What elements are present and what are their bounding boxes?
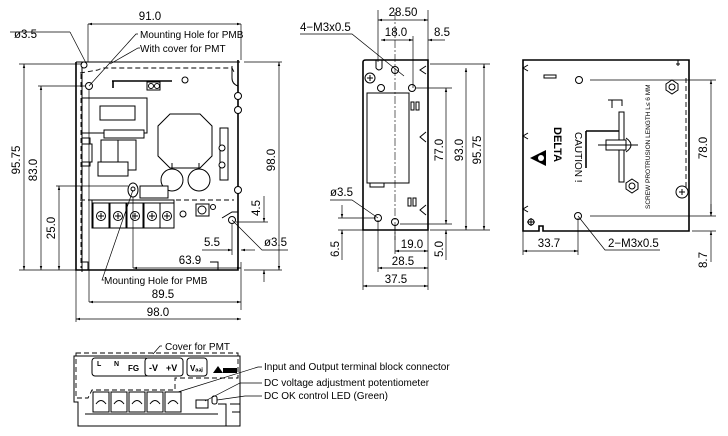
side-view: 28.50 18.0 8.5 4−M3x0.5 77.0 93.0 95.75 …: [300, 7, 490, 290]
callout-led: DC OK control LED (Green): [264, 391, 388, 402]
callout-cover-pmt: With cover for PMT: [140, 44, 226, 55]
terminal-screws: [92, 202, 175, 229]
inductor: [157, 113, 213, 169]
top-potentiometer: [195, 399, 209, 409]
dim-side-width-top: 28.50: [389, 7, 418, 19]
side-component: [366, 92, 410, 184]
dim-back-33-7: 33.7: [538, 238, 560, 250]
dim-back-screws: 2−M3x0.5: [608, 238, 659, 250]
terminal-label-minus-v: -V: [149, 363, 158, 373]
callout-terminal: Input and Output terminal block connecto…: [264, 362, 450, 373]
dim-back-78: 78.0: [698, 137, 710, 159]
dim-side-5-0: 5.0: [434, 241, 446, 257]
pmt-cover-dashed: [79, 67, 235, 74]
back-view: DELTA CAUTION ! SCREW PROTRUSION LENGTH …: [522, 59, 716, 268]
top-outline: [73, 355, 241, 427]
dim-side-hole-dia: ø3.5: [330, 187, 353, 199]
callout-mounting-hole-bottom: Mounting Hole for PMB: [104, 276, 208, 287]
dim-side-37-5: 37.5: [385, 274, 407, 286]
dim-side-28-5: 28.5: [392, 256, 414, 268]
dim-width-top: 91.0: [139, 11, 161, 23]
dim-back-8-7: 8.7: [698, 252, 710, 268]
caution-label: CAUTION !: [572, 132, 583, 183]
dim-hole-dia-top: ø3.5: [14, 29, 37, 41]
delta-logo-small: [213, 366, 223, 373]
callout-potentiometer: DC voltage adjustment potentiometer: [264, 378, 430, 389]
dim-offset-right: 4.5: [251, 200, 263, 216]
brand-logo-text: DELTA: [551, 127, 563, 162]
front-view: 91.0 ø3.5 Mounting Hole for PMB With cov…: [10, 11, 288, 322]
dim-height-low: 25.0: [46, 217, 58, 239]
dim-side-93: 93.0: [454, 139, 466, 161]
dim-side-6-5: 6.5: [330, 241, 342, 257]
terminal-slots: [92, 391, 182, 413]
terminal-label-vadj: Vₐₔⱼ: [190, 364, 203, 373]
dim-width-bottom: 98.0: [147, 307, 169, 319]
side-outline: [362, 59, 429, 231]
chassis-outline: [75, 60, 239, 271]
dim-side-95-75: 95.75: [472, 136, 484, 165]
dim-side-19: 19.0: [401, 239, 423, 251]
dim-height-right: 98.0: [266, 149, 278, 171]
label-box-vadj: [186, 357, 208, 377]
callout-cover: Cover for PMT: [165, 342, 230, 353]
dim-offset-x: 5.5: [204, 237, 220, 249]
terminal-label-l: L: [97, 361, 102, 368]
back-nut-bottom: [625, 178, 639, 194]
callout-mounting-hole-top: Mounting Hole for PMB: [140, 30, 244, 41]
dim-height-inner: 83.0: [28, 159, 40, 181]
mounting-hole-top: [80, 61, 88, 69]
back-nut-top: [665, 79, 679, 95]
capacitor-2: [187, 168, 211, 192]
terminal-label-plus-v: +V: [166, 363, 177, 373]
dim-hole-dia-right: ø3.5: [264, 237, 287, 249]
terminal-label-n: N: [114, 361, 119, 368]
dim-89-5: 89.5: [152, 289, 174, 301]
dim-side-8-5: 8.5: [434, 27, 450, 39]
dim-side-18: 18.0: [385, 27, 407, 39]
top-view: L N FG -V +V Vₐₔⱼ Cover for PMT: [73, 342, 450, 427]
screw-protrusion-note: SCREW PROTRUSION LENGTH L≤ 6 MM: [645, 84, 652, 209]
terminal-label-fg: FG: [128, 364, 139, 373]
led: [210, 204, 216, 210]
back-outline: [522, 59, 690, 232]
top-cover-dashed: [75, 352, 239, 399]
dim-height-outer: 95.75: [11, 146, 23, 175]
delta-logo: DELTA: [530, 127, 563, 166]
dim-63-9: 63.9: [179, 255, 201, 267]
dim-side-screws: 4−M3x0.5: [300, 22, 351, 34]
label-box-output: [144, 357, 184, 377]
dim-side-77: 77.0: [434, 139, 446, 161]
